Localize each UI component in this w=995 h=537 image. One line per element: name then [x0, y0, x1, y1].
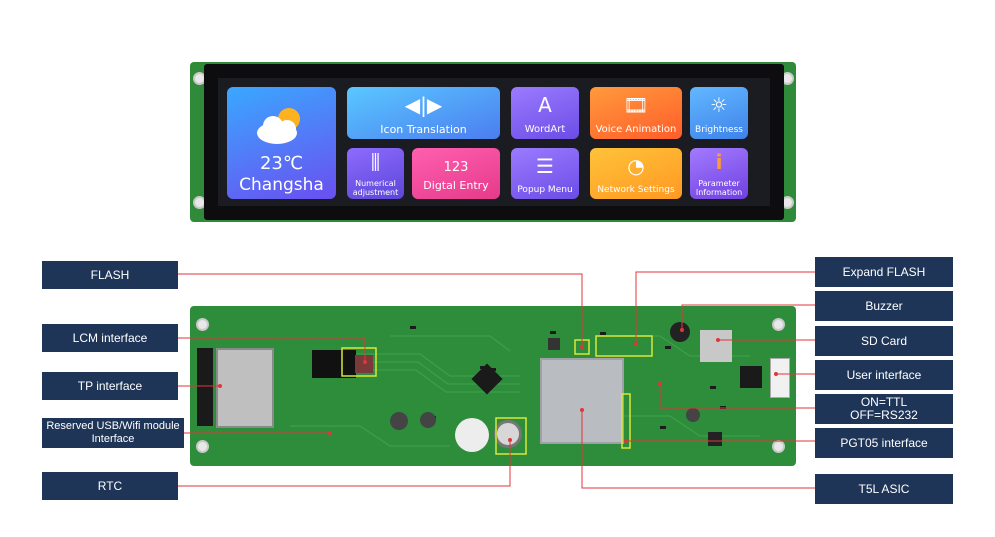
sliders-icon: ⫼ [370, 150, 381, 174]
ic-chip [708, 432, 722, 446]
tile-digital-entry[interactable]: 123 Digtal Entry [412, 148, 500, 199]
mounting-hole [196, 318, 209, 331]
tile-label: Digtal Entry [423, 179, 489, 192]
label-usb-wifi-interface: Reserved USB/Wifi module Interface [42, 418, 184, 448]
tile-brightness[interactable]: ☼ Brightness [690, 87, 748, 139]
lcm-connector [197, 348, 213, 426]
label-t5l-asic: T5L ASIC [815, 474, 953, 504]
weather-tile[interactable]: 23℃ Changsha [227, 87, 336, 199]
city-name: Changsha [239, 175, 324, 195]
tile-label: Icon Translation [380, 123, 467, 136]
tile-numerical-adjustment[interactable]: ⫼ Numerical adjustment [347, 148, 404, 199]
user-interface-connector [770, 358, 790, 398]
capacitor [686, 408, 700, 422]
capacitor [390, 412, 408, 430]
ic-chip [740, 366, 762, 388]
tile-label: Brightness [695, 125, 743, 135]
number-pad-icon: 123 [443, 160, 469, 175]
ic-chip [548, 338, 560, 350]
tile-wordart[interactable]: A WordArt [511, 87, 579, 139]
label-flash: FLASH [42, 261, 178, 289]
info-icon: i [715, 150, 723, 174]
cloud-sun-icon [257, 108, 300, 144]
label-buzzer: Buzzer [815, 291, 953, 321]
sun-icon: ☼ [710, 93, 728, 117]
ribbon-connector [312, 350, 356, 378]
tile-label: Voice Animation [595, 124, 677, 135]
tile-icon-translation[interactable]: ◀|▶ Icon Translation [347, 87, 500, 139]
capacitor [420, 412, 436, 428]
label-user-interface: User interface [815, 360, 953, 390]
tile-label: Network Settings [597, 185, 675, 195]
label-rtc: RTC [42, 472, 178, 500]
tile-parameter-information[interactable]: i Parameter Information [690, 148, 748, 199]
flash-chip [355, 355, 373, 373]
display-screen: 23℃ Changsha ◀|▶ Icon Translation A Word… [218, 78, 770, 206]
tile-voice-animation[interactable]: 🎞 Voice Animation [590, 87, 682, 139]
tile-label: Numerical adjustment [352, 179, 399, 197]
label-lcm-interface: LCM interface [42, 324, 178, 352]
sd-card-slot [700, 330, 732, 362]
label-ttl-rs232: ON=TTL OFF=RS232 [815, 394, 953, 424]
tile-network-settings[interactable]: ◔ Network Settings [590, 148, 682, 199]
letter-a-icon: A [538, 93, 552, 117]
menu-icon: ☰ [536, 154, 554, 178]
mounting-hole [772, 318, 785, 331]
tile-label: Parameter Information [695, 179, 743, 197]
tile-label: Popup Menu [517, 185, 573, 195]
wifi-icon: ◔ [627, 154, 645, 178]
label-sd-card: SD Card [815, 326, 953, 356]
arrows-icon: ◀|▶ [404, 93, 443, 117]
tile-label: WordArt [524, 124, 566, 135]
buzzer [670, 322, 690, 342]
temperature: 23℃ [259, 153, 304, 174]
label-pgt05-interface: PGT05 interface [815, 428, 953, 458]
label-expand-flash: Expand FLASH [815, 257, 953, 287]
tile-popup-menu[interactable]: ☰ Popup Menu [511, 148, 579, 199]
buzzer-disc [455, 418, 489, 452]
tp-connector [216, 348, 274, 428]
label-tp-interface: TP interface [42, 372, 178, 400]
rtc-battery [494, 420, 522, 448]
film-reel-icon: 🎞 [623, 93, 649, 117]
mounting-hole [196, 440, 209, 453]
